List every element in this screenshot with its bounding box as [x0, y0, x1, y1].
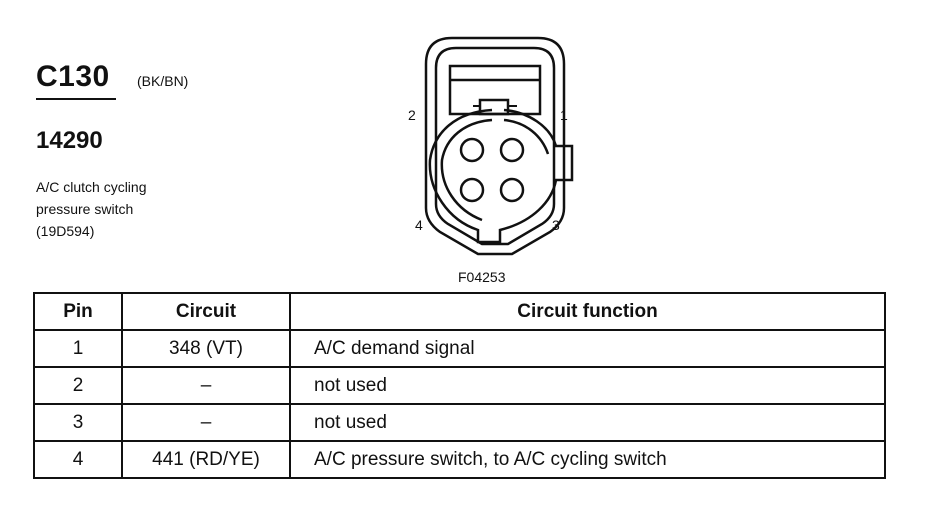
connector-color: (BK/BN) — [137, 73, 189, 89]
pin-cell: 4 — [33, 440, 123, 479]
latch-outer — [448, 64, 542, 116]
description-line: pressure switch — [36, 201, 134, 217]
circuit-cell: – — [121, 403, 291, 442]
column-header-pin: Pin — [33, 292, 123, 331]
pin-cavity-2 — [459, 137, 485, 163]
connector-face-outline — [428, 108, 574, 244]
description-line: (19D594) — [36, 223, 95, 239]
pin-cell: 2 — [33, 366, 123, 405]
connector-housing-outline — [424, 36, 566, 256]
connector-face-diagram: 2 1 4 3 — [408, 36, 574, 256]
table-row: 2 – not used — [33, 366, 886, 405]
column-header-circuit: Circuit — [121, 292, 291, 331]
circuit-function-cell: not used — [289, 366, 886, 405]
connector-face-inner-edge — [440, 118, 550, 222]
pinout-table: Pin Circuit Circuit function 1 348 (VT) … — [33, 292, 886, 479]
pin-cavity-4 — [459, 177, 485, 203]
connector-housing-inner — [434, 46, 556, 246]
table-row: 1 348 (VT) A/C demand signal — [33, 329, 886, 368]
connector-id-underline — [36, 98, 116, 100]
pin-label-1: 1 — [560, 107, 568, 123]
circuit-function-cell: not used — [289, 403, 886, 442]
circuit-cell: – — [121, 366, 291, 405]
circuit-function-cell: A/C pressure switch, to A/C cycling swit… — [289, 440, 886, 479]
table-row: 3 – not used — [33, 403, 886, 442]
pin-label-4: 4 — [415, 217, 423, 233]
column-header-circuit-function: Circuit function — [289, 292, 886, 331]
pin-cell: 1 — [33, 329, 123, 368]
table-row: 4 441 (RD/YE) A/C pressure switch, to A/… — [33, 440, 886, 479]
part-number: 14290 — [36, 127, 103, 154]
component-description: A/C clutch cycling pressure switch (19D5… — [36, 176, 146, 242]
pin-label-3: 3 — [552, 217, 560, 233]
table-header-row: Pin Circuit Circuit function — [33, 292, 886, 331]
circuit-cell: 441 (RD/YE) — [121, 440, 291, 479]
connector-id: C130 — [36, 60, 110, 93]
circuit-function-cell: A/C demand signal — [289, 329, 886, 368]
circuit-cell: 348 (VT) — [121, 329, 291, 368]
pin-cell: 3 — [33, 403, 123, 442]
pin-cavity-3 — [499, 177, 525, 203]
figure-id: F04253 — [458, 269, 506, 285]
description-line: A/C clutch cycling — [36, 179, 147, 195]
pin-label-2: 2 — [408, 107, 416, 123]
pin-cavity-1 — [499, 137, 525, 163]
